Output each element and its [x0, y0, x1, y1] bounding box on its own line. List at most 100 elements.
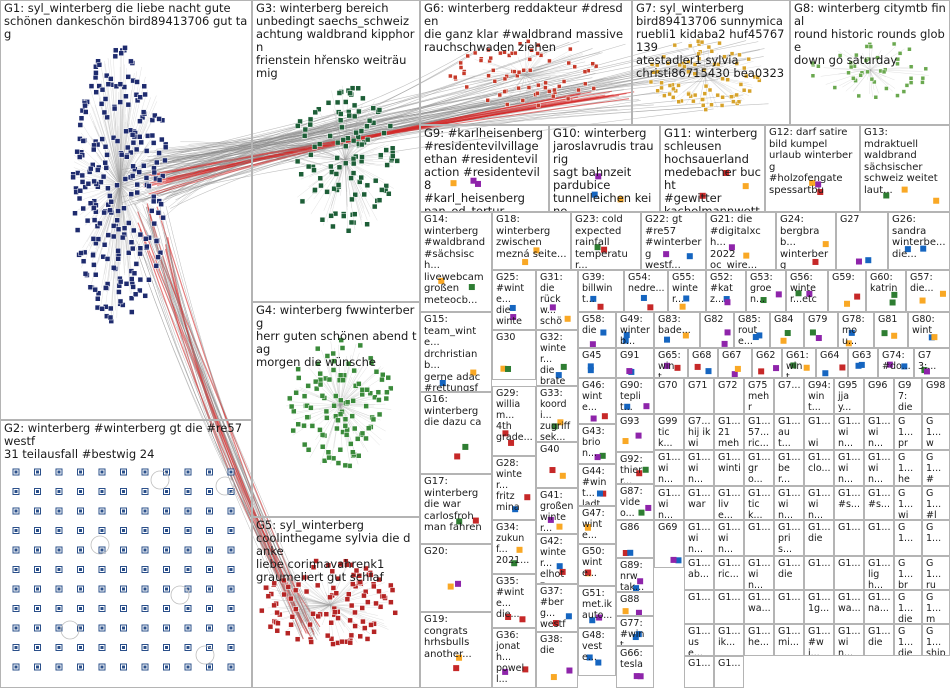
group-panel-g8: G8: winterberg citymtb final round histo…	[790, 0, 950, 125]
group-label: G1... wa...	[838, 592, 861, 614]
group-label: G41: großen winter...	[540, 490, 575, 534]
group-panel-small: G1... #wi...	[804, 624, 834, 656]
group-label: G1...	[688, 592, 711, 603]
group-label: G1... win...	[808, 488, 831, 520]
group-panel-small: G1... win...	[894, 486, 922, 520]
group-label: G1... #s...	[926, 452, 947, 486]
group-panel-small: G1... wa... wa...	[922, 414, 950, 450]
group-label: G96	[868, 380, 891, 391]
group-label: G74: #do...	[882, 350, 911, 372]
group-panel-small: G1...	[864, 520, 894, 556]
group-label: G65: wint...	[658, 350, 685, 378]
group-panel-g78: G78: mou...	[838, 312, 874, 348]
group-label: G35: #winte... die...	[496, 576, 533, 620]
group-label: G52: #katz...	[710, 272, 743, 305]
group-label: G34: zukunf... 2021...	[496, 522, 533, 566]
group-panel-small: G1... win...	[834, 624, 864, 656]
group-label: G49: winterb...	[620, 314, 651, 347]
group-label: G1... die	[868, 626, 891, 648]
group-panel-g34: G34: zukunf... 2021...	[492, 520, 536, 574]
group-label: G1... pro... wir...	[898, 416, 919, 450]
group-panel-small: G1... ric...	[714, 556, 744, 590]
group-label: G1...	[688, 658, 711, 669]
group-label: G1...	[748, 522, 771, 533]
group-panel-small: G1...	[714, 590, 744, 624]
group-panel-small: G1... die	[894, 624, 922, 656]
group-panel-g10: G10: winterberg jaroslavrudis traurig sa…	[549, 125, 660, 212]
group-panel-g66: G66: tesla	[616, 646, 654, 688]
group-panel-small: G1... win...	[654, 450, 684, 486]
group-panel-g27: G27	[836, 212, 888, 270]
group-panel-g89: G89: nrw tak...	[616, 558, 654, 592]
group-label: G5: syl_winterberg coolinthegame sylvia …	[256, 519, 417, 584]
group-panel-g46: G46: winte...	[578, 378, 616, 424]
group-panel-g11: G11: winterberg schleusen hochsauerland …	[660, 125, 765, 212]
group-label: G39: billwint...	[582, 272, 621, 305]
group-label: G84	[774, 314, 801, 325]
group-label: G1... gro...	[748, 452, 771, 485]
group-panel-small: G1... win...	[684, 450, 714, 486]
group-panel-small: G1... aut... ric...	[774, 414, 804, 450]
group-label: G12: darf satire bild kumpel urlaub wint…	[769, 127, 857, 196]
group-label: G94: wint...	[808, 380, 831, 413]
group-panel-g79: G79	[804, 312, 838, 348]
group-panel-small: G1...	[894, 520, 922, 556]
group-panel-g6: G6: winterberg reddakteur #dresden die g…	[420, 0, 632, 125]
group-label: G1... 1g...	[808, 592, 831, 614]
group-panel-small: G1... na...	[864, 590, 894, 624]
group-label: G99 tick...	[658, 416, 681, 449]
group-panel-g76: G7...	[774, 378, 804, 414]
group-label: G89: nrw tak...	[620, 560, 651, 592]
group-panel-g22: G22: gt #re57 #winterberg westf...	[641, 212, 706, 270]
group-label: G42: winter... elhotz...	[540, 536, 575, 584]
group-label: G61: wint...	[786, 350, 813, 378]
group-panel-small: G1... he...	[744, 624, 774, 656]
group-panel-g29: G29: william... 4th grade...	[492, 386, 536, 456]
group-panel-small: G1... win...	[684, 520, 714, 556]
group-panel-g95: G95 jjay...	[834, 378, 864, 414]
group-panel-small: G1... win...	[744, 556, 774, 590]
group-label: G87: video...	[620, 486, 651, 519]
group-label: G31: die rückw... schön...	[540, 272, 575, 330]
group-panel-g61: G61: wint...	[782, 348, 816, 378]
group-label: G1... #s...	[838, 488, 861, 510]
group-panel-g43: G43: brion...	[578, 424, 616, 464]
group-label: G21: die #digitalxch... 2022 oc_wire...	[710, 214, 773, 270]
group-label: G1... win...	[808, 416, 831, 450]
group-panel-g28: G28: winter... fritz mina_...	[492, 456, 536, 520]
group-panel-small: G1...	[714, 656, 744, 688]
group-label: G1... ber...	[778, 452, 801, 485]
group-label: G1... tick...	[748, 488, 771, 520]
group-label: G44: #wint... ladt...	[582, 466, 613, 506]
group-panel-small: G1... die	[774, 556, 804, 590]
group-panel-small: G1... use...	[684, 624, 714, 656]
group-label: G19: congrats hrhsbulls another...	[424, 614, 489, 660]
group-panel-g64: G64	[816, 348, 848, 378]
group-label: G78: mou...	[842, 314, 871, 347]
group-label: G15: team_winte... drchristianb... gerne…	[424, 314, 489, 392]
group-panel-small: G1...	[684, 656, 714, 688]
group-panel-small: G1... ber...	[774, 450, 804, 486]
group-label: G50: winte...	[582, 546, 613, 579]
group-panel-g41: G41: großen winter...	[536, 488, 578, 534]
group-panel-g14: G14: winterberg #waldbrand #sächsisch...…	[420, 212, 492, 312]
group-label: G20:	[424, 546, 489, 558]
group-panel-small: G1... tick...	[744, 486, 774, 520]
group-panel-g33: G33: koordi... zugriff sek...	[536, 386, 578, 442]
group-label: G37: #berg... westfa...	[540, 586, 575, 632]
group-panel-g75: G75 mehr	[744, 378, 774, 414]
group-label: G3: winterberg bereich unbedingt saechs_…	[256, 2, 417, 80]
group-panel-g30: G30	[492, 330, 536, 380]
group-panel-g96: G96	[864, 378, 894, 414]
group-panel-g15: G15: team_winte... drchristianb... gerne…	[420, 312, 492, 392]
group-label: G1... #wi...	[808, 626, 831, 656]
group-label: G90: teplit...	[620, 380, 651, 413]
group-label: G72	[718, 380, 741, 391]
group-panel-g36: G36: jonath... powell...	[492, 628, 536, 688]
group-label: G38: die	[540, 634, 575, 656]
group-panel-small: G1...	[804, 556, 834, 590]
group-panel-g59: G59:	[828, 270, 866, 312]
group-label: G88	[620, 594, 651, 605]
group-label: G1... war	[688, 488, 711, 510]
